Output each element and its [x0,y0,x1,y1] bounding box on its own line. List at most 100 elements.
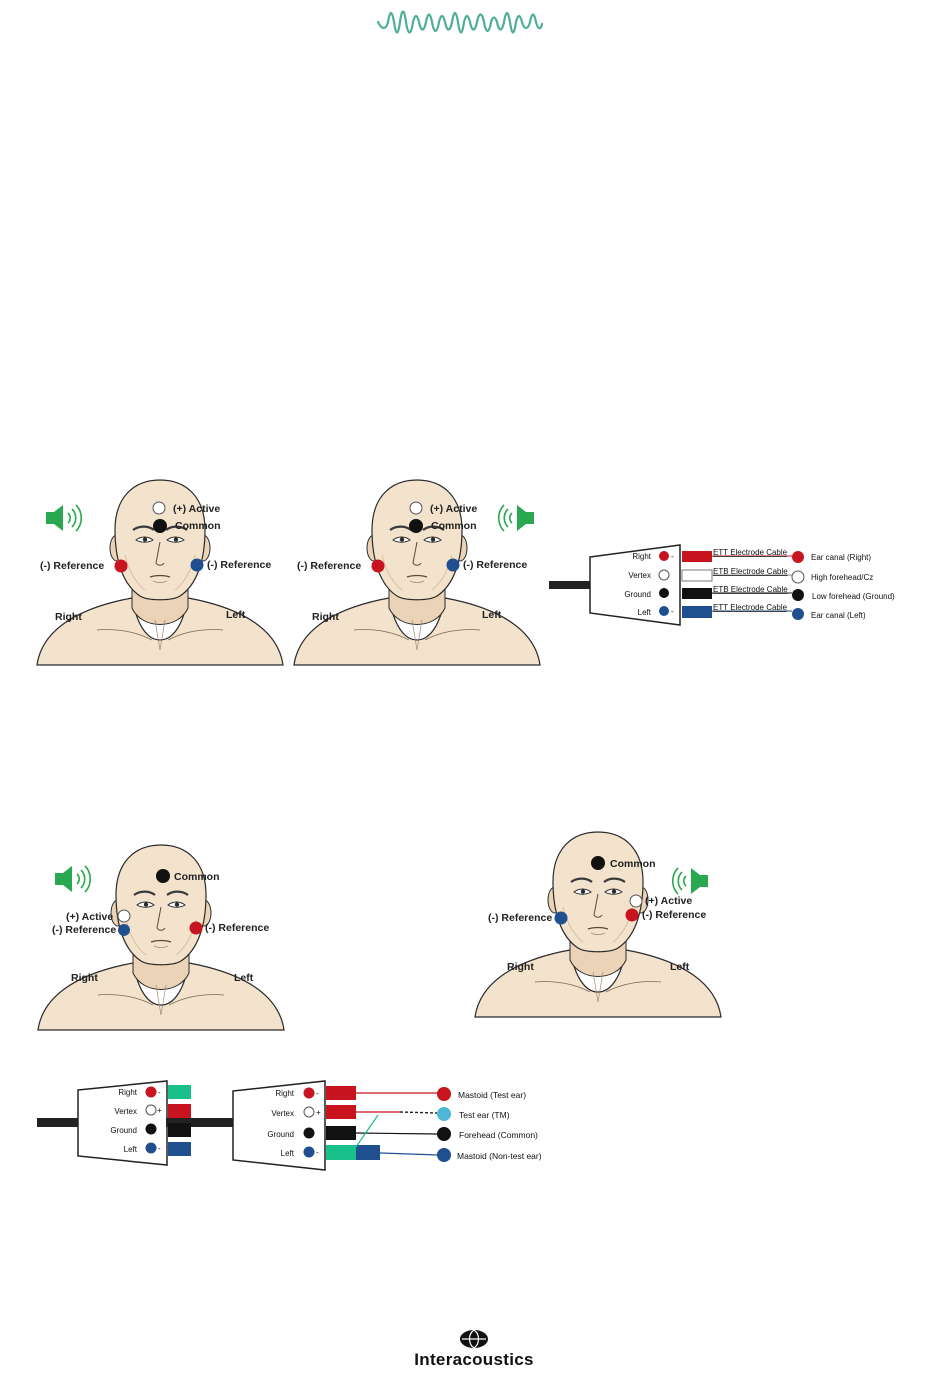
common-label: Common [174,871,220,883]
active-label: (+) Active [430,503,477,515]
crossover-wire [355,1114,379,1148]
ground-electrode [792,589,804,601]
common-electrode-dot [591,856,605,870]
side-right-label: Right [312,611,339,623]
diagram1-connector: Right - ETT Electrode Cable Ear canal (R… [549,544,895,626]
side-right-label: Right [507,961,534,973]
side-left-label: Left [226,609,246,621]
left-socket [145,1142,157,1154]
right-plug [682,551,712,562]
right-plug [326,1086,356,1100]
diagram2-connector-small: Right - Vertex + Ground Left - [37,1080,234,1166]
ground-socket [303,1127,315,1139]
row-left-sign: - [671,607,674,616]
row-left-dest: Ear canal (Left) [811,611,866,620]
common-electrode-dot [153,519,167,533]
row-vertex-label: Vertex [114,1107,137,1116]
vertex-plug [681,569,713,582]
vertex-socket [658,569,670,581]
ground-plug [326,1126,356,1140]
row-vertex-sign: + [157,1106,162,1115]
interacoustics-logo: Interacoustics [414,1329,533,1369]
active-electrode-dot [152,501,166,515]
vertex-plug [326,1105,356,1119]
vertex-tm-dashed-wire [399,1111,438,1114]
side-left-label: Left [482,609,502,621]
right-electrode [792,551,804,563]
side-left-label: Left [670,961,690,973]
row-right-dest: Ear canal (Right) [811,553,871,562]
globe-icon [460,1329,488,1349]
active-label: (+) Active [173,503,220,515]
active-electrode-dot [629,894,643,908]
forehead-electrode [437,1127,451,1141]
brand-name: Interacoustics [414,1350,533,1369]
common-label: Common [175,520,221,532]
row-ground-dest: Forehead (Common) [459,1130,538,1140]
left-wire [379,1152,439,1156]
reference-dot-b [625,908,639,922]
row-ground-label: Ground [267,1130,294,1139]
ground-socket [145,1123,157,1135]
row-right-label: Right [275,1089,294,1098]
main-cable [37,1118,79,1127]
row-ground-cable: ETB Electrode Cable [713,585,788,594]
diagram1-face-left-stimulus: (+) Active Common (-) Reference (-) Refe… [292,478,542,667]
left-reference-dot [446,558,460,572]
row-right-sign: - [671,552,674,561]
row-vertex-label: Vertex [628,571,651,580]
reference-label-a: (-) Reference [52,924,116,936]
preamp-box [232,1080,326,1171]
mastoid-nontest-electrode [437,1148,451,1162]
left-plug [168,1142,191,1156]
common-electrode-dot [156,869,170,883]
diagram2-face-right-stimulus: Common (+) Active (-) Reference (-) Refe… [36,843,286,1032]
vertex-socket [145,1104,157,1116]
mastoid-test-electrode [437,1087,451,1101]
left-socket [659,606,669,616]
left-plug [682,606,712,618]
right-ear-speaker-icon [54,865,92,893]
side-right-label: Right [55,611,82,623]
preamp-box [77,1080,168,1166]
row-ground-dest: Low forehead (Ground) [812,592,895,601]
common-label: Common [610,858,656,870]
row-left-label: Left [281,1149,295,1158]
active-electrode-dot [117,909,131,923]
left-ear-speaker-icon [497,504,535,532]
right-reference-dot [114,559,128,573]
row-left-dest: Mastoid (Non-test ear) [457,1151,542,1161]
left-reference-label: (-) Reference [207,559,271,571]
row-left-label: Left [638,608,652,617]
row-left-sign: - [158,1144,161,1153]
link-cable [166,1118,234,1127]
diagram2-face-left-stimulus: Common (+) Active (-) Reference (-) Refe… [473,830,723,1019]
row-vertex-sign: + [316,1108,321,1117]
active-electrode-dot [409,501,423,515]
brand-wave-icon [376,10,544,34]
tm-electrode [437,1107,451,1121]
row-left-cable: ETT Electrode Cable [713,603,788,612]
right-socket [303,1087,315,1099]
left-reference-label: (-) Reference [463,559,527,571]
ground-wire [355,1132,439,1135]
left-electrode [792,608,804,620]
reference-dot-b [189,921,203,935]
side-left-label: Left [234,972,254,984]
row-right-sign: - [316,1089,319,1098]
right-reference-label: (-) Reference [40,560,104,572]
right-socket [659,551,669,561]
main-cable [549,581,591,589]
right-socket [145,1086,157,1098]
right-reference-dot [371,559,385,573]
right-ear-speaker-icon [45,504,83,532]
reference-dot-a [118,924,130,936]
side-right-label: Right [71,972,98,984]
diagram2-connector-large: Right - Mastoid (Test ear) Vertex + Test… [232,1080,542,1171]
reference-label-b: (-) Reference [642,909,706,921]
reference-dot-a [554,911,568,925]
common-electrode-dot [409,519,423,533]
row-ground-label: Ground [110,1126,137,1135]
ground-plug [168,1123,191,1137]
